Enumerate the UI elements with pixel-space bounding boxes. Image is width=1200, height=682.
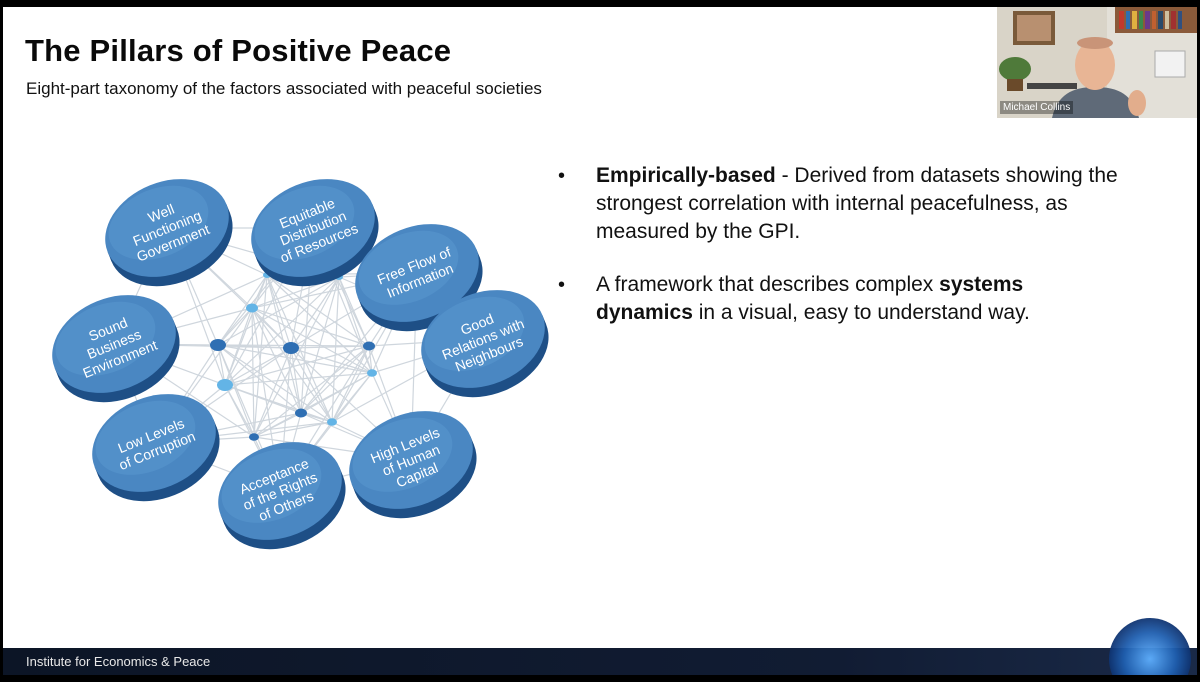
network-line (368, 345, 373, 374)
bullet-framework: A framework that describes complex syste… (558, 271, 1118, 327)
webcam-video (997, 7, 1197, 118)
pillar-discs: WellFunctioningGovernmentEquitableDistri… (52, 179, 549, 550)
network-line (224, 347, 292, 386)
network-line (266, 274, 370, 347)
network-line (266, 274, 333, 423)
participant-name: Michael Collins (1000, 101, 1074, 114)
network-line (217, 344, 255, 438)
network-node (217, 379, 233, 391)
webcam-thumbnail[interactable]: Michael Collins (997, 7, 1197, 118)
network-line (217, 344, 333, 423)
network-line (300, 345, 370, 414)
bullet-1-text: - Derived from datasets showing the stro… (596, 164, 1118, 243)
network-line (338, 276, 370, 347)
network-line (224, 345, 370, 386)
network-node (367, 369, 377, 377)
network-node (327, 418, 337, 426)
slide-title: The Pillars of Positive Peace (25, 33, 452, 68)
network-node (246, 303, 258, 313)
network-line (251, 307, 255, 438)
globe-logo-icon (1109, 618, 1191, 675)
bullet-1-bold: Empirically-based (596, 164, 776, 187)
bullet-empirically-based: Empirically-based - Derived from dataset… (558, 162, 1118, 246)
network-line (224, 276, 340, 386)
network-line (253, 372, 373, 438)
network-line (217, 344, 302, 414)
network-line (290, 347, 302, 414)
network-node (295, 408, 307, 418)
footer-bar: Institute for Economics & Peace (3, 618, 1197, 675)
network-line (331, 372, 373, 423)
network-line (266, 274, 373, 374)
network-line (253, 421, 333, 438)
bullet-2-bold-a: systems (939, 273, 1024, 296)
network-line (290, 276, 340, 349)
bullet-2-text-b: in a visual, easy to understand way. (692, 301, 1030, 324)
network-line (253, 345, 370, 438)
network-line (253, 276, 340, 438)
network-line (224, 384, 255, 438)
network-node (249, 433, 259, 441)
network-line (224, 372, 373, 386)
network-line (224, 384, 333, 423)
network-line (253, 274, 268, 438)
network-line (217, 307, 253, 346)
slide: The Pillars of Positive Peace Eight-part… (3, 7, 1197, 675)
network-line (217, 274, 268, 346)
network-line (331, 276, 340, 423)
slide-subtitle: Eight-part taxonomy of the factors assoc… (26, 79, 542, 98)
network-node (210, 339, 226, 351)
bullet-list: Empirically-based - Derived from dataset… (558, 162, 1118, 352)
network-line (290, 347, 333, 423)
footer-organization: Institute for Economics & Peace (26, 654, 211, 669)
network-line (266, 274, 292, 349)
network-line (251, 307, 302, 414)
bullet-2-text-a: A framework that describes complex (596, 273, 940, 296)
network-line (338, 276, 373, 374)
network-line (217, 344, 226, 386)
network-line (251, 307, 370, 347)
positive-peace-diagram: WellFunctioningGovernmentEquitableDistri… (52, 179, 549, 550)
network-line (251, 307, 292, 349)
network-line (253, 347, 292, 438)
bullet-2-bold-b: dynamics (596, 301, 693, 324)
network-node (363, 341, 375, 351)
network-line (266, 274, 302, 414)
network-line (224, 274, 268, 386)
network-line (290, 345, 370, 349)
network-line (300, 276, 340, 414)
network-node (283, 342, 299, 354)
